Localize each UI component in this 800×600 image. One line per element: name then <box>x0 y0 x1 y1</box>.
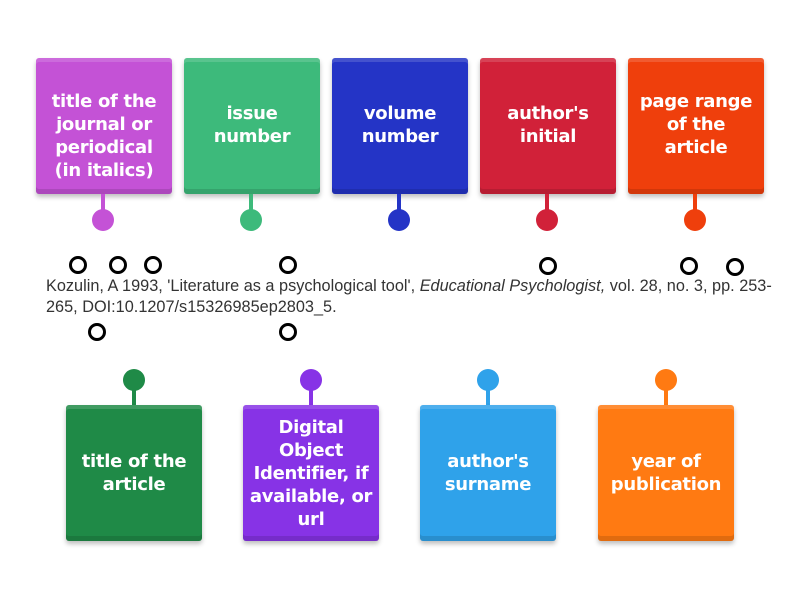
pin-dot[interactable] <box>655 369 677 391</box>
drop-target[interactable] <box>69 256 87 274</box>
pin-stem <box>397 194 401 214</box>
label-card-journal-title[interactable]: title of the journal or periodical (in i… <box>36 58 172 194</box>
pin-dot[interactable] <box>300 369 322 391</box>
pin-stem <box>309 386 313 406</box>
drop-target[interactable] <box>88 323 106 341</box>
pin-stem <box>693 194 697 214</box>
label-card-doi[interactable]: Digital Object Identifier, if available,… <box>243 405 379 541</box>
pin-stem <box>486 386 490 406</box>
label-card-page-range[interactable]: page range of the article <box>628 58 764 194</box>
pin-dot[interactable] <box>123 369 145 391</box>
drop-target[interactable] <box>539 257 557 275</box>
label-card-article-title[interactable]: title of the article <box>66 405 202 541</box>
pin-stem <box>101 194 105 214</box>
pin-stem <box>545 194 549 214</box>
drop-target[interactable] <box>109 256 127 274</box>
pin-dot[interactable] <box>684 209 706 231</box>
label-card-author-surname[interactable]: author's surname <box>420 405 556 541</box>
pin-dot[interactable] <box>388 209 410 231</box>
citation-journal: Educational Psychologist, <box>419 277 606 295</box>
pin-dot[interactable] <box>477 369 499 391</box>
drop-target[interactable] <box>726 258 744 276</box>
label-card-author-initial[interactable]: author's initial <box>480 58 616 194</box>
pin-dot[interactable] <box>536 209 558 231</box>
pin-stem <box>132 386 136 406</box>
pin-dot[interactable] <box>240 209 262 231</box>
drop-target[interactable] <box>279 256 297 274</box>
pin-stem <box>249 194 253 214</box>
citation-text: vol. 28, no. 3, pp. 253-265, DOI:10.1207… <box>46 277 772 316</box>
citation-text: Kozulin, A 1993, 'Literature as a psycho… <box>46 277 420 295</box>
label-card-issue-number[interactable]: issue number <box>184 58 320 194</box>
label-card-year[interactable]: year of publication <box>598 405 734 541</box>
pin-stem <box>664 386 668 406</box>
drop-target[interactable] <box>144 256 162 274</box>
drop-target[interactable] <box>279 323 297 341</box>
drop-target[interactable] <box>680 257 698 275</box>
label-card-volume-number[interactable]: volume number <box>332 58 468 194</box>
pin-dot[interactable] <box>92 209 114 231</box>
reference-citation: Kozulin, A 1993, 'Literature as a psycho… <box>46 276 776 318</box>
